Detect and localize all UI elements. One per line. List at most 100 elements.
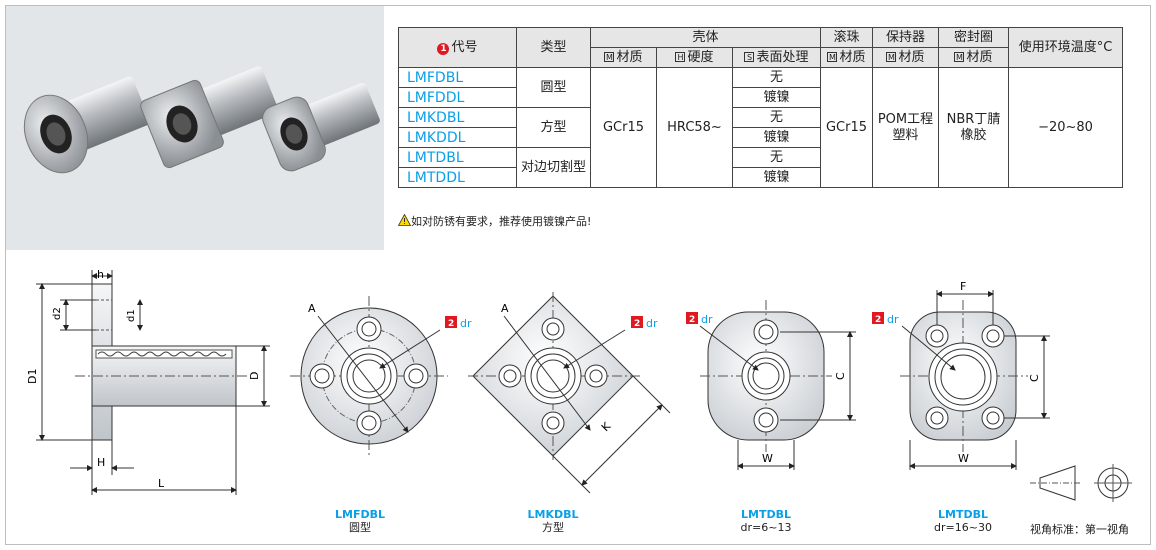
dim-label: d2 [52, 307, 63, 320]
subheader-label: 材质 [966, 49, 993, 65]
dim-label: W [762, 452, 773, 465]
subheader-label: 硬度 [687, 49, 714, 65]
dim-label: A [308, 302, 316, 315]
technical-drawings: h d2 d1 D1 D H L A 2 [26, 268, 1132, 502]
caption-name: LMTDBL [938, 508, 988, 521]
material-badge: M [604, 51, 615, 62]
type-cell: 对边切割型 [516, 147, 591, 188]
dim-label: d1 [126, 309, 137, 322]
product-photo [6, 6, 384, 250]
round-flange-view: A 2 dr [290, 296, 472, 456]
dim-label: W [958, 452, 969, 465]
dr-badge [631, 316, 643, 328]
surface-badge: S [744, 51, 755, 62]
table-row-code: LMFDBL [398, 67, 517, 88]
header-type: 类型 [516, 27, 591, 68]
dim-label: C [1028, 374, 1041, 382]
dim-label: L [158, 477, 165, 490]
header-code-label: 代号 [451, 39, 478, 55]
dim-label: dr [646, 317, 658, 330]
header-shell: 壳体 [590, 27, 821, 48]
header-seal: 密封圈 [938, 27, 1009, 48]
surface-cell: 镀镍 [732, 167, 821, 188]
caption-sub: dr=16~30 [934, 521, 992, 534]
header-retainer: 保持器 [872, 27, 939, 48]
dr-badge-number: 2 [448, 319, 454, 329]
rust-note: 如对防锈有要求，推荐使用镀镍产品! [397, 213, 592, 229]
caption-name: LMFDBL [335, 508, 385, 521]
dim-label: h [97, 268, 104, 281]
type-cell: 方型 [516, 107, 591, 148]
first-angle-projection-icon [1030, 464, 1132, 502]
caption-round: LMFDBL 圆型 [305, 508, 415, 534]
seal-material-cell: NBR丁腈橡胶 [938, 67, 1009, 188]
dr-badge [686, 312, 698, 324]
square-flange-view: A 2 dr K [468, 292, 671, 494]
dim-label: dr [887, 313, 899, 326]
table-row-code: LMKDDL [398, 127, 517, 148]
dim-label: K [599, 419, 614, 434]
shell-material-cell: GCr15 [590, 67, 657, 188]
subheader-label: 材质 [839, 49, 866, 65]
dr-badge [872, 312, 884, 324]
warning-icon [397, 213, 412, 226]
dim-label: F [960, 280, 966, 293]
dim-label: dr [460, 317, 472, 330]
cut-flange-view-small: 2 dr C W [686, 300, 856, 470]
rust-note-text: 如对防锈有要求，推荐使用镀镍产品! [411, 215, 592, 228]
side-view: h d2 d1 D1 D H L [26, 268, 270, 495]
subheader-label: 材质 [616, 49, 643, 65]
table-row-code: LMFDDL [398, 87, 517, 108]
surface-cell: 无 [732, 67, 821, 88]
dr-badge-number: 2 [875, 315, 881, 325]
dim-label: A [501, 302, 509, 315]
temperature-cell: −20~80 [1008, 67, 1123, 188]
table-row-code: LMTDDL [398, 167, 517, 188]
surface-cell: 无 [732, 147, 821, 168]
material-badge: M [954, 51, 965, 62]
caption-sub: 圆型 [349, 521, 371, 534]
table-row-code: LMTDBL [398, 147, 517, 168]
ball-material-cell: GCr15 [820, 67, 873, 188]
caption-cut-small: LMTDBL dr=6~13 [711, 508, 821, 534]
hardness-cell: HRC58~ [656, 67, 733, 188]
caption-sub: 方型 [542, 521, 564, 534]
hardness-badge: H [675, 51, 686, 62]
spec-frame [5, 5, 1151, 545]
surface-cell: 镀镍 [732, 87, 821, 108]
material-badge: M [827, 51, 838, 62]
caption-cut-large: LMTDBL dr=16~30 [908, 508, 1018, 534]
dr-badge-number: 2 [634, 319, 640, 329]
dr-badge-number: 2 [689, 315, 695, 325]
header-temp: 使用环境温度°C [1008, 27, 1123, 68]
subheader-label: 材质 [898, 49, 925, 65]
code-number-badge: 1 [437, 42, 450, 55]
table-row-code: LMKDBL [398, 107, 517, 128]
surface-cell: 无 [732, 107, 821, 128]
subheader-label: 表面处理 [756, 49, 809, 65]
dim-label: C [834, 372, 847, 380]
material-badge: M [886, 51, 897, 62]
dim-label: H [97, 456, 105, 469]
caption-name: LMTDBL [741, 508, 791, 521]
caption-square: LMKDBL 方型 [498, 508, 608, 534]
caption-name: LMKDBL [527, 508, 579, 521]
dim-label: dr [701, 313, 713, 326]
header-ball: 滚珠 [820, 27, 873, 48]
retainer-material-cell: POM工程塑料 [872, 67, 939, 188]
type-cell: 圆型 [516, 67, 591, 108]
caption-sub: dr=6~13 [740, 521, 792, 534]
cut-flange-view-large: 2 dr F C W [872, 280, 1050, 470]
dr-badge [445, 316, 457, 328]
product-photo-illustration [23, 66, 380, 174]
surface-cell: 镀镍 [732, 127, 821, 148]
dim-label: D [248, 372, 261, 380]
